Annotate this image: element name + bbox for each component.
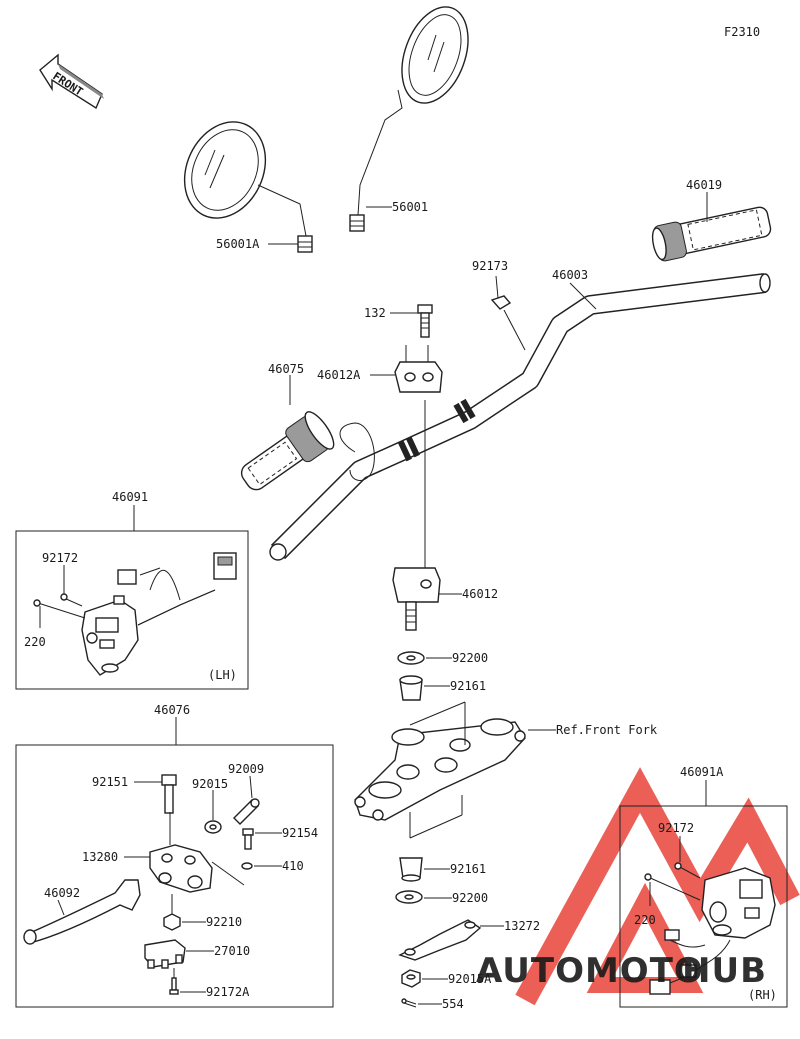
lever-box [15,744,334,1008]
damper-upper [399,675,423,701]
front-arrow-icon: FRONT [39,53,104,110]
stop-switch [144,939,186,969]
label-92200-upper: 92200 [452,651,488,665]
label-27010: 27010 [214,944,250,958]
holder-upper [394,345,443,393]
label-46012a: 46012A [317,368,361,382]
holder-lower [392,567,441,631]
label-56001: 56001 [392,200,428,214]
label-132: 132 [364,306,386,320]
label-92015: 92015 [192,777,228,791]
label-rh: (RH) [748,988,777,1002]
nut [401,969,421,988]
left-grip [240,411,335,491]
lever-nut [163,913,181,931]
figure-code: F2310 [724,25,760,39]
lever-adjuster [233,798,260,825]
label-92154: 92154 [282,826,318,840]
switch-rh [649,867,776,995]
label-92015a: 92015A [448,972,492,986]
left-mirror [183,121,313,253]
lever-holder [149,844,213,893]
plate [398,919,482,961]
cotter-pin [401,998,417,1008]
label-46012: 46012 [462,587,498,601]
label-554: 554 [442,997,464,1011]
label-13280: 13280 [82,850,118,864]
switch-lh [81,552,237,676]
switch-lh-bolt [33,599,86,619]
switch-rh-bolt [644,873,701,901]
lever [23,879,141,945]
right-mirror [349,6,469,232]
cable-clip [490,295,512,310]
label-410: 410 [282,859,304,873]
label-ref-front-fork: Ref.Front Fork [556,723,658,737]
stop-switch-screw [169,977,179,995]
lever-bolt [161,774,177,814]
handlebar [269,273,771,561]
label-46076: 46076 [154,703,190,717]
label-92173: 92173 [472,259,508,273]
bolt-132 [417,304,433,338]
right-grip [651,206,772,262]
label-92172-rh: 92172 [658,821,694,835]
label-46003: 46003 [552,268,588,282]
switch-rh-box [619,805,788,1008]
label-46075: 46075 [268,362,304,376]
damper-lower [399,857,423,882]
lever-screw [242,828,254,850]
watermark-brand-left: AUTOMOTO [476,951,704,991]
label-92161-lower: 92161 [450,862,486,876]
label-92172-lh: 92172 [42,551,78,565]
label-92009: 92009 [228,762,264,776]
label-13272: 13272 [504,919,540,933]
label-92151: 92151 [92,775,128,789]
switch-rh-screw [674,862,701,879]
label-220-lh: 220 [24,635,46,649]
label-220-rh: 220 [634,913,656,927]
lever-washer [241,862,253,870]
label-46091a: 46091A [680,765,724,779]
watermark-brand-right: HUB [682,951,767,991]
label-92200-lower: 92200 [452,891,488,905]
steering-stem-head [354,718,526,821]
label-lh: (LH) [208,668,237,682]
label-92172a: 92172A [206,985,250,999]
label-46091: 46091 [112,490,148,504]
label-46019: 46019 [686,178,722,192]
label-92161-upper: 92161 [450,679,486,693]
switch-lh-screw [60,593,83,607]
label-56001a: 56001A [216,237,260,251]
label-92210: 92210 [206,915,242,929]
watermark-text: AUTOMOTO HUB [476,951,767,991]
label-46092: 46092 [44,886,80,900]
switch-lh-box [15,530,249,690]
